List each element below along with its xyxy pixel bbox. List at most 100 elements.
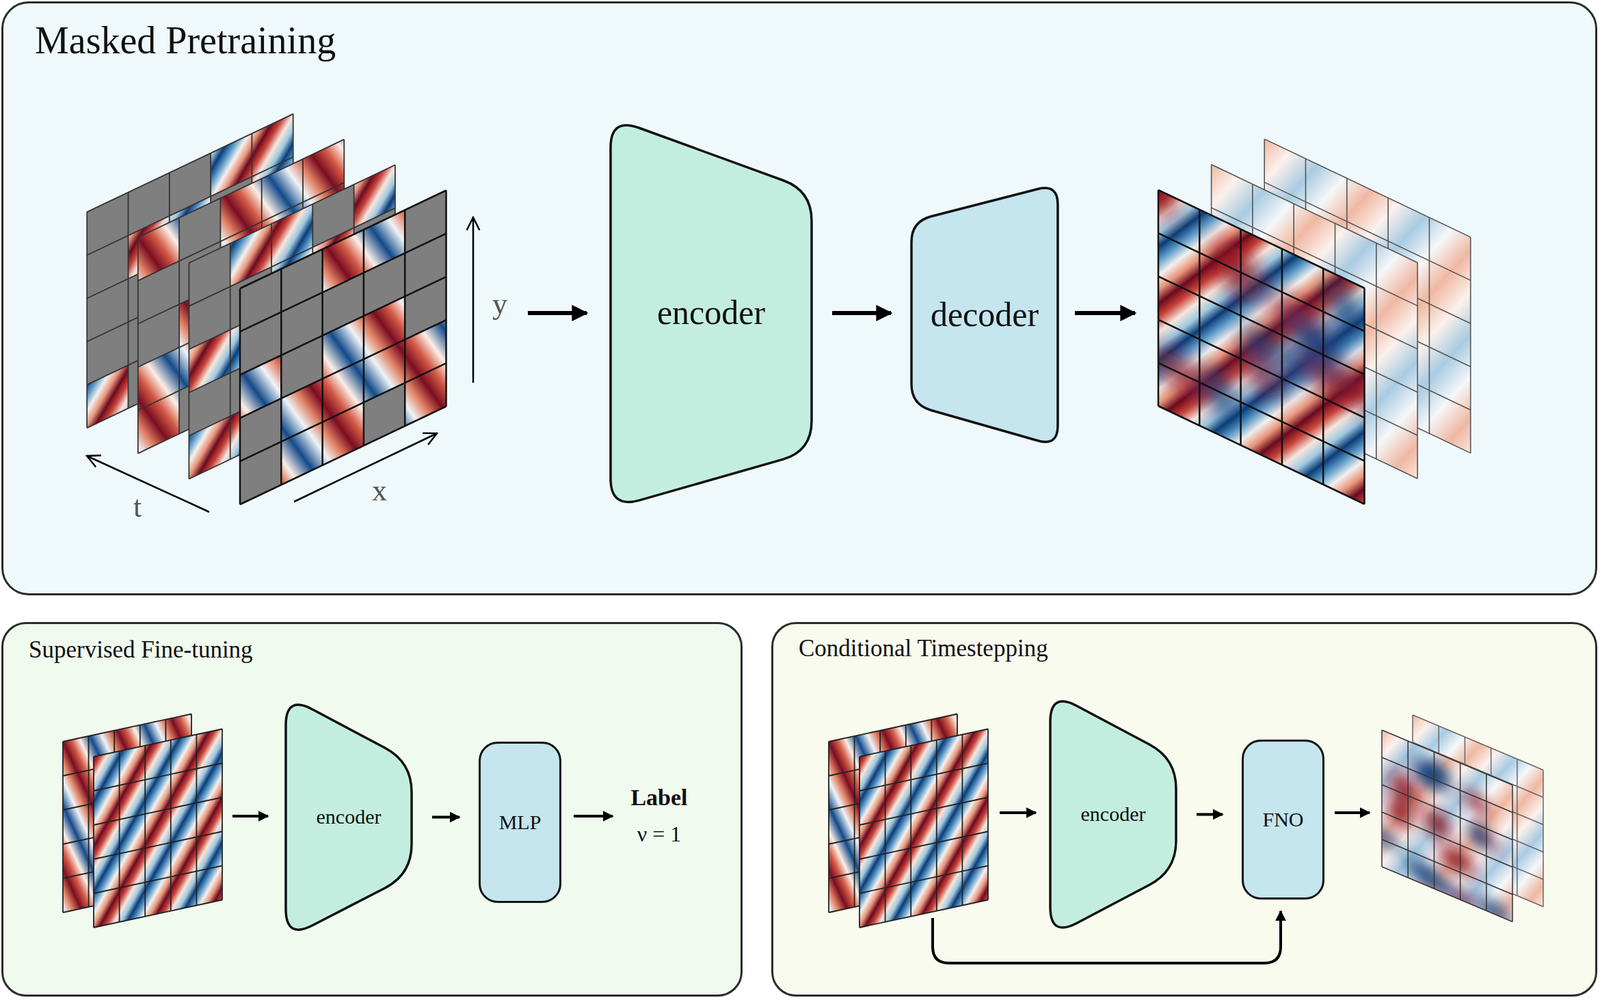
grid-line	[962, 735, 964, 906]
grid-line	[188, 263, 190, 480]
grid-line	[93, 832, 223, 861]
field-blob	[1381, 823, 1402, 853]
grid-line	[170, 740, 172, 912]
mlp-block: MLP	[478, 741, 562, 904]
axis-label: t	[133, 490, 142, 524]
grid-line	[118, 751, 121, 923]
grid-line	[936, 740, 938, 912]
field-blob	[1199, 363, 1239, 424]
output-value: ν = 1	[637, 822, 682, 847]
grid-line	[1516, 758, 1518, 896]
grid-line	[1381, 784, 1513, 841]
grid-line	[1407, 741, 1409, 878]
flow-arrow	[1196, 813, 1223, 817]
grid-line	[93, 797, 223, 826]
flow-arrow	[432, 816, 460, 820]
grid-line	[1381, 730, 1383, 868]
grid-line	[93, 900, 223, 929]
grid-line	[1381, 867, 1513, 923]
field-blob	[1410, 754, 1448, 796]
grid-line	[910, 745, 912, 917]
flow-arrow	[527, 311, 587, 316]
block-label: encoder	[316, 805, 382, 830]
field-image	[1381, 730, 1513, 923]
grid-line	[1433, 752, 1436, 889]
panel-title: Supervised Fine-tuning	[28, 636, 253, 664]
grid-line	[240, 276, 447, 376]
block-shape	[1050, 701, 1177, 928]
block-label: encoder	[657, 293, 766, 333]
grid-line	[854, 736, 856, 908]
grid-line	[1158, 406, 1365, 505]
grid-line	[1381, 812, 1513, 868]
grid-line	[280, 268, 283, 485]
grid-line	[137, 237, 139, 454]
block-label: MLP	[499, 810, 542, 835]
grid-line	[86, 211, 88, 429]
grid-line	[1158, 320, 1365, 418]
encoder-block: encoder	[609, 116, 813, 511]
field-blob	[1469, 819, 1492, 854]
grid-line	[858, 756, 861, 928]
grid-line	[1322, 268, 1325, 485]
encoder-block: encoder	[284, 694, 413, 941]
skip-connection	[932, 911, 1281, 964]
field-image	[859, 729, 989, 929]
grid-line	[445, 190, 448, 407]
axis-arrow	[86, 456, 210, 513]
axis-arrow	[472, 217, 475, 383]
grid-line	[195, 735, 197, 906]
panel-title: Masked Pretraining	[34, 18, 336, 63]
panel-title: Conditional Timestepping	[798, 635, 1049, 663]
field-blob	[1439, 841, 1476, 880]
field-blob	[1422, 804, 1451, 844]
grid-line	[828, 741, 830, 913]
block-shape	[911, 188, 1058, 443]
field-blob	[1387, 795, 1413, 832]
flow-arrow	[1074, 311, 1136, 316]
grid-line	[321, 249, 324, 466]
grid-line	[62, 741, 64, 913]
panel-ground	[1, 622, 743, 997]
grid-line	[1381, 757, 1513, 813]
field-blobs	[1158, 190, 1365, 496]
grid-line	[1381, 839, 1513, 896]
grid-line	[884, 751, 887, 923]
block-shape	[285, 704, 412, 930]
field-image	[1158, 190, 1365, 505]
fno-block: FNO	[1241, 739, 1325, 900]
grid-line	[240, 320, 447, 418]
field-blob	[1158, 190, 1174, 221]
grid-line	[404, 209, 407, 426]
axis-label: x	[371, 474, 388, 508]
grid-line	[828, 714, 958, 743]
flow-arrow	[232, 815, 269, 818]
grid-line	[859, 729, 989, 758]
panel-ground	[1, 1, 1598, 596]
grid-line	[1416, 262, 1419, 479]
grid-line	[221, 729, 223, 901]
block-label: decoder	[930, 295, 1039, 336]
grid-line	[1429, 217, 1431, 434]
grid-line	[240, 406, 447, 506]
grid-line	[859, 866, 989, 895]
axis-arrow	[294, 433, 437, 502]
grid-line	[62, 714, 192, 743]
grid-line	[1459, 763, 1462, 900]
grid-line	[859, 763, 989, 792]
grid-line	[93, 866, 223, 895]
grid-line	[1157, 190, 1160, 407]
grid-line	[1281, 248, 1284, 465]
panel-ground	[771, 622, 1598, 997]
grid-line	[88, 736, 90, 908]
grid-line	[1158, 233, 1365, 332]
grid-line	[859, 832, 989, 861]
grid-line	[239, 288, 242, 505]
field-layer	[240, 190, 447, 506]
field-blob	[1464, 789, 1489, 818]
grid-line	[1511, 785, 1514, 923]
grid-line	[229, 243, 232, 460]
grid-line	[240, 363, 447, 462]
grid-line	[1158, 363, 1365, 462]
